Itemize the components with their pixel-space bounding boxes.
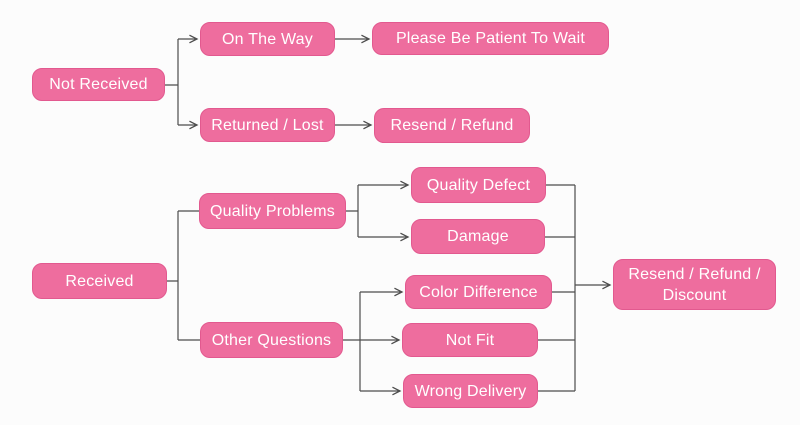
edge-other-questions-stem: [343, 292, 361, 391]
node-resend-refund-discount: Resend / Refund / Discount: [613, 259, 776, 310]
node-wrong-delivery: Wrong Delivery: [403, 374, 538, 408]
node-not-received: Not Received: [32, 68, 165, 101]
node-on-the-way: On The Way: [200, 22, 335, 56]
node-please-be-patient-to-wait: Please Be Patient To Wait: [372, 22, 609, 55]
node-quality-problems: Quality Problems: [199, 193, 346, 229]
node-quality-defect: Quality Defect: [411, 167, 546, 203]
node-received: Received: [32, 263, 167, 299]
edge-received-stem: [167, 210, 200, 341]
node-resend-refund: Resend / Refund: [374, 108, 530, 143]
node-other-questions: Other Questions: [200, 322, 343, 358]
edge-quality-problems-stem: [346, 185, 359, 237]
edge-merge-rail: [538, 184, 576, 392]
node-returned-lost: Returned / Lost: [200, 108, 335, 142]
node-not-fit: Not Fit: [402, 323, 538, 357]
node-color-difference: Color Difference: [405, 275, 552, 309]
edge-not-received-stem: [165, 39, 179, 125]
node-damage: Damage: [411, 219, 545, 254]
